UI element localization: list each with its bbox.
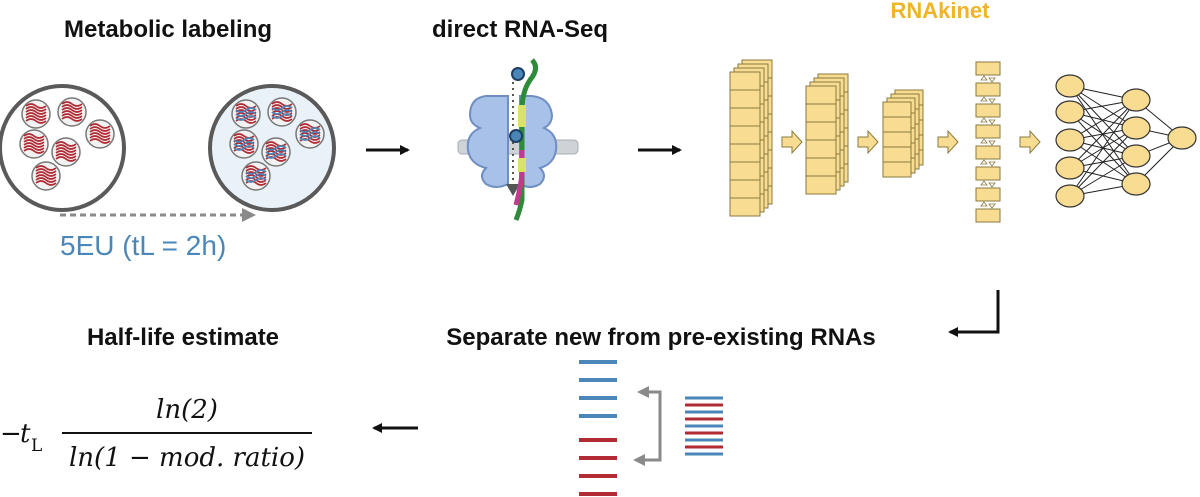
direct-rna-seq-title: direct RNA-Seq xyxy=(432,16,608,43)
neural-network-icon xyxy=(1055,74,1197,208)
network-node xyxy=(1121,116,1151,140)
network-node xyxy=(1055,100,1085,124)
network-node xyxy=(1121,88,1151,112)
ribosome-icon xyxy=(457,58,579,221)
cell-icon xyxy=(231,99,261,129)
cell-icon xyxy=(57,97,87,127)
petri-dish-icon xyxy=(0,84,126,212)
rna-strand-icon xyxy=(579,360,617,496)
half-life-formula: − t L ln(2) ln(1 − mod. ratio) xyxy=(0,395,312,473)
cell-icon xyxy=(21,99,51,129)
convolution-block-icon xyxy=(729,59,1041,223)
formula-symbol: t xyxy=(20,419,31,449)
rna-strand-icon xyxy=(685,396,723,456)
arrow-left-icon xyxy=(948,290,1000,337)
cell-icon xyxy=(267,97,297,127)
rnakinet-title: RNAkinet xyxy=(890,0,990,23)
network-node xyxy=(1055,128,1085,152)
network-node xyxy=(1055,74,1085,98)
formula-subscript: L xyxy=(31,436,42,456)
cell-icon xyxy=(295,119,325,149)
network-node xyxy=(1121,144,1151,168)
network-node xyxy=(1121,172,1151,196)
pulse-label: 5EU (tL = 2h) xyxy=(60,230,226,261)
separation-title: Separate new from pre-existing RNAs xyxy=(446,324,875,351)
separation-bracket-arrow xyxy=(633,390,662,466)
cell-icon xyxy=(31,161,61,191)
network-node xyxy=(1167,126,1197,150)
network-node xyxy=(1055,156,1085,180)
cell-icon xyxy=(241,161,271,191)
formula-numerator: ln(2) xyxy=(156,395,218,425)
metabolic-labeling-title: Metabolic labeling xyxy=(64,16,272,43)
network-node xyxy=(1055,184,1085,208)
half-life-title: Half-life estimate xyxy=(87,324,279,351)
cell-icon xyxy=(261,137,291,167)
cell-icon xyxy=(19,129,49,159)
petri-dish-icon xyxy=(208,84,336,212)
cell-icon xyxy=(229,129,259,159)
formula-denominator: ln(1 − mod. ratio) xyxy=(69,443,305,473)
cell-icon xyxy=(51,137,81,167)
cell-icon xyxy=(85,119,115,149)
formula-sign: − xyxy=(0,419,22,449)
